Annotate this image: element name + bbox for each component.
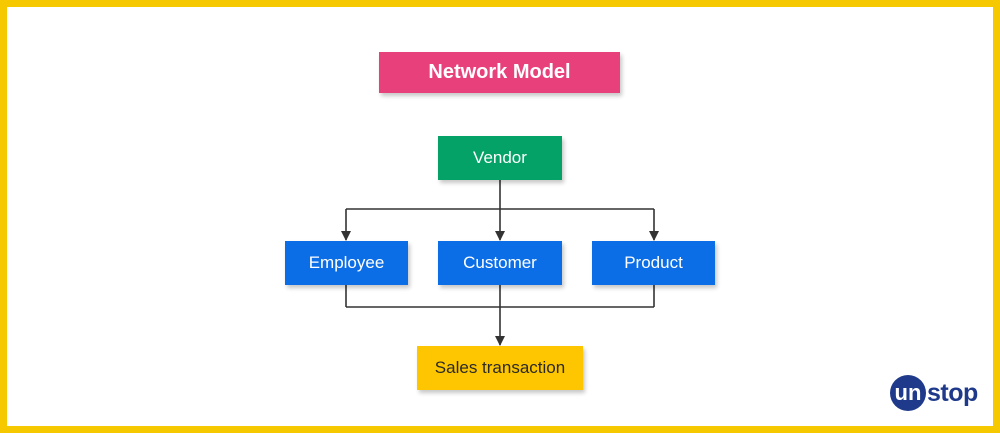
node-product: Product bbox=[592, 241, 715, 285]
node-employee: Employee bbox=[285, 241, 408, 285]
unstop-logo: un stop bbox=[890, 375, 978, 411]
node-vendor: Vendor bbox=[438, 136, 562, 180]
diagram-title: Network Model bbox=[379, 52, 620, 93]
logo-wordmark: stop bbox=[927, 378, 978, 407]
logo-mark: un bbox=[890, 375, 926, 411]
node-sales-transaction: Sales transaction bbox=[417, 346, 583, 390]
node-customer: Customer bbox=[438, 241, 562, 285]
